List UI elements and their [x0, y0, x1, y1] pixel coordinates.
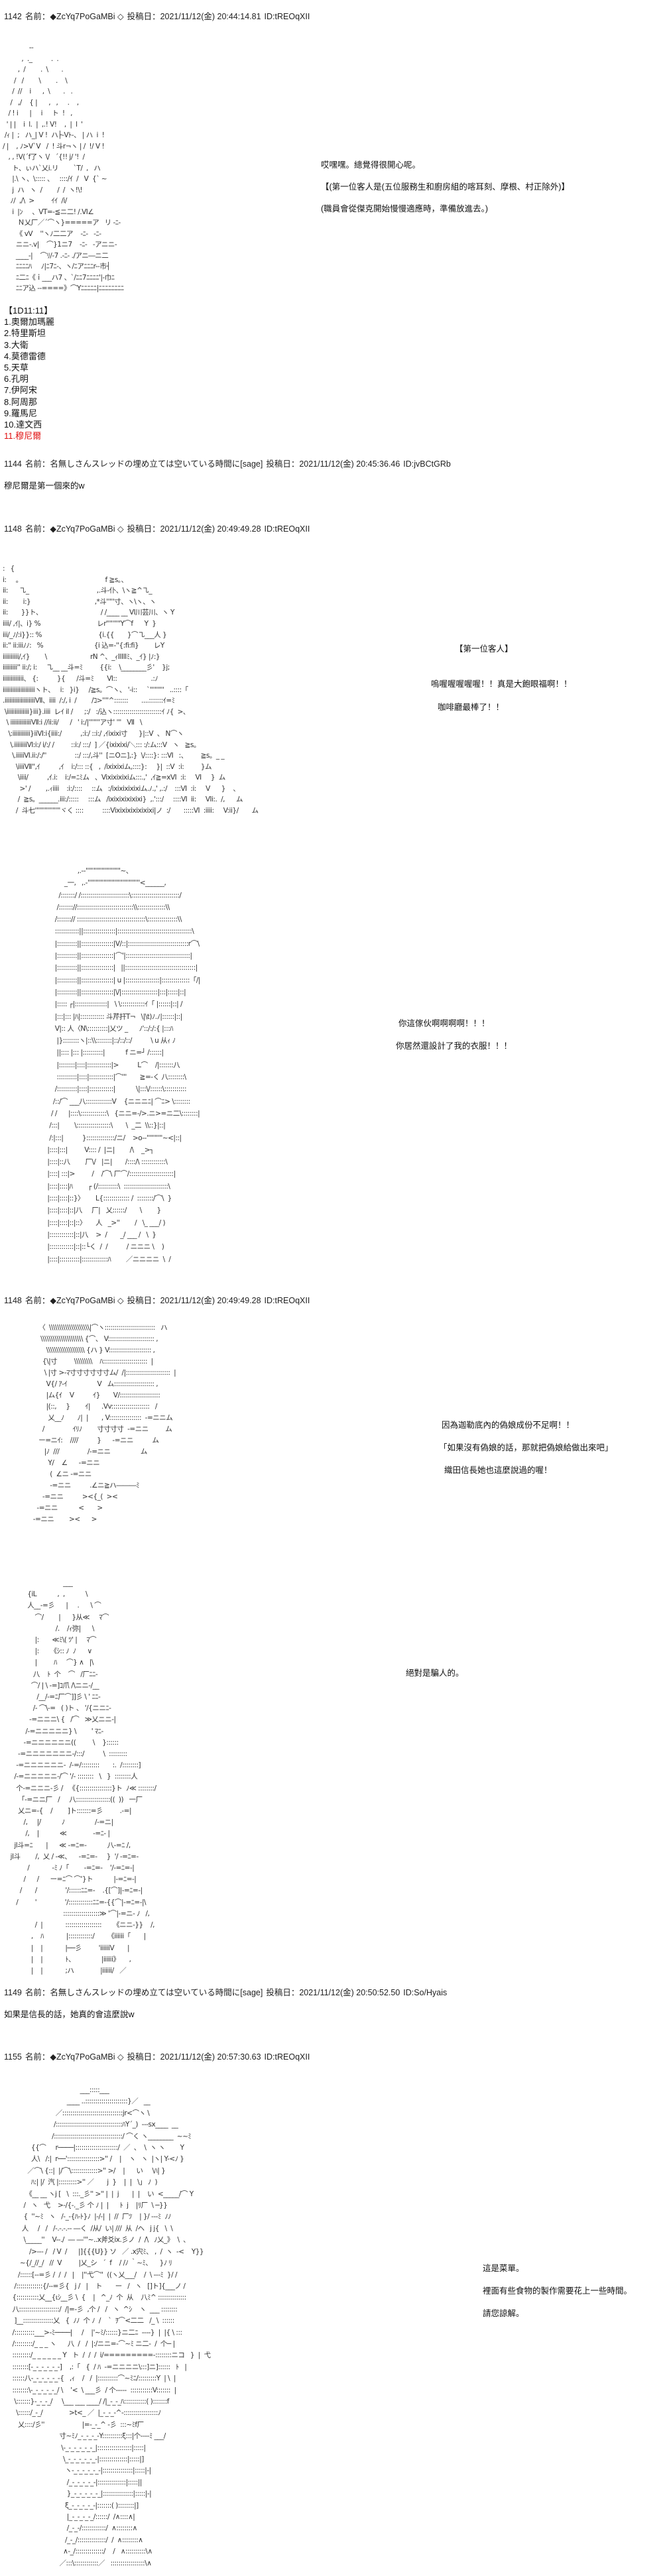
dialogue: 絕對是騙人的。 — [406, 1666, 464, 1678]
ascii-art: ___ {iL , , \ 人__-=彡 | . \ ⌒ ⌒/ | }从≪ ﾏ⌒… — [10, 1579, 156, 1975]
post-number: 1144 — [4, 459, 22, 469]
dialogue-line: 哎嘿嘿。總覺得很開心呢。 — [321, 160, 421, 170]
post-id[interactable]: ID:tREOqXII — [264, 524, 310, 534]
dialogue: 因為迦勒底內的偽娘成份不足啊！！ 「如果沒有偽娘的話，那就把偽娘給做出來吧」 織… — [439, 1414, 613, 1482]
post-name: 名前：◆ZcYq7PoGaMBi ◇ — [25, 1296, 124, 1305]
dialogue: 這是菜單。 裡面有些食物的製作需要花上一些時間。 請您諒解。 — [483, 2257, 632, 2325]
roll-item-selected: 11.穆尼爾 — [4, 431, 42, 441]
dialogue: 【第一位客人】 嗚喔喔喔喔喔！！真是大飽眼福啊！！ 咖啡廳最棒了！！ — [431, 642, 572, 713]
dialogue-line: 請您諒解。 — [483, 2309, 524, 2318]
post-date: 投稿日：2021/11/12(金) 20:44:14.81 — [127, 12, 261, 21]
post-date: 投稿日：2021/11/12(金) 20:57:30.63 — [127, 2052, 261, 2062]
dialogue-line: 嗚喔喔喔喔喔！！真是大飽眼福啊！！ — [431, 679, 572, 689]
post-id[interactable]: ID:tREOqXII — [264, 1296, 310, 1305]
dice-roll-title: 【1D11:11】 — [4, 306, 53, 316]
dialogue-line: 你這傢伙啊啊啊啊！！！ — [398, 1019, 490, 1028]
post-number: 1142 — [4, 12, 22, 21]
dialogue-line: 咖啡廳最棒了！！ — [438, 703, 505, 712]
post-name: 名前：◆ZcYq7PoGaMBi ◇ — [25, 2052, 124, 2062]
post-id[interactable]: ID:tREOqXII — [264, 2052, 310, 2062]
post-name: 名前：◆ZcYq7PoGaMBi ◇ — [25, 12, 124, 21]
roll-item: 9.羅馬尼 — [4, 408, 37, 418]
dialogue-line: 因為迦勒底內的偽娘成份不足啊！！ — [442, 1421, 575, 1430]
dialogue-line: 裡面有些食物的製作需要花上一些時間。 — [483, 2286, 633, 2296]
post-name: 名前：◆ZcYq7PoGaMBi ◇ — [25, 524, 124, 534]
roll-item: 2.特里斯坦 — [4, 328, 46, 339]
ascii-art: -- , ._ . . , / . \ . / / \ . \ / // i ,… — [3, 44, 124, 292]
roll-item: 6.孔明 — [4, 374, 29, 384]
post-name: 名前：名無しさんスレッドの埋め立ては空いている時間に[sage] — [25, 459, 263, 469]
post-number: 1148 — [4, 524, 22, 534]
post-id[interactable]: ID:tREOqXII — [264, 12, 310, 21]
ascii-art: ,.--''''''''''''''''''''''~、 _一, ,.-''''… — [47, 867, 200, 1263]
roll-item: 3.大衛 — [4, 339, 29, 350]
post-date: 投稿日：2021/11/12(金) 20:45:36.46 — [266, 459, 400, 469]
dialogue-line: (職員會從傑克開始慢慢適應時，準備放進去。) — [321, 204, 489, 213]
dice-roll-list: 【1D11:11】 1.奧爾加瑪麗 2.特里斯坦 3.大衛 4.莫德雷德 5.天… — [4, 305, 54, 441]
roll-item: 5.天草 — [4, 363, 29, 373]
ascii-art: : { i: 。 f ≧s。、 ii: ㇈_ ,.斗-仆、\ヽ≧^㇈_ ii: … — [3, 565, 259, 815]
roll-item: 8.阿周那 — [4, 396, 37, 407]
post-body: 如果是信長的話，她真的會這麼說w — [4, 2010, 135, 2019]
dialogue-line: 絕對是騙人的。 — [406, 1669, 464, 1678]
roll-item: 10.達文西 — [4, 420, 42, 430]
roll-item: 1.奧爾加瑪麗 — [4, 317, 54, 327]
dialogue-line: 你居然還設計了我的衣服！！！ — [396, 1041, 512, 1051]
dialogue-line: 「如果沒有偽娘的話，那就把偽娘給做出來吧」 — [439, 1443, 613, 1452]
dialogue-line: 【(第一位客人是(五位服務生和廚房組的喀耳刻、摩根、村正除外)】 — [321, 182, 570, 192]
dialogue-line: 織田信長她也這麼說過的喔！ — [444, 1466, 552, 1475]
ascii-art: ___:::::___ ____ ..:::::::::::::::::::::… — [12, 2086, 211, 2567]
roll-item: 7.伊阿宋 — [4, 385, 37, 396]
post-number: 1148 — [4, 1296, 22, 1305]
post-name: 名前：名無しさんスレッドの埋め立ては空いている時間に[sage] — [25, 1988, 263, 1997]
dialogue: 你這傢伙啊啊啊啊！！！ 你居然還設計了我的衣服！！！ — [396, 1012, 512, 1057]
dialogue: 哎嘿嘿。總覺得很開心呢。 【(第一位客人是(五位服務生和廚房組的喀耳刻、摩根、村… — [321, 154, 570, 220]
post-number: 1155 — [4, 2052, 22, 2062]
post-date: 投稿日：2021/11/12(金) 20:49:49.28 — [127, 524, 261, 534]
post-date: 投稿日：2021/11/12(金) 20:50:52.50 — [266, 1988, 400, 1997]
post-id[interactable]: ID:jvBCtGRb — [403, 459, 451, 469]
ascii-art: 〈 \\\\\\\\\\\\\\\\\\\\|⌒ヽ:::::::::::::::… — [32, 1324, 176, 1523]
post-number: 1149 — [4, 1988, 22, 1997]
roll-item: 4.莫德雷德 — [4, 351, 46, 361]
dialogue-line: 這是菜單。 — [483, 2264, 524, 2273]
post-id[interactable]: ID:So/Hyais — [403, 1988, 448, 1997]
post-date: 投稿日：2021/11/12(金) 20:49:49.28 — [127, 1296, 261, 1305]
dialogue-line: 【第一位客人】 — [455, 644, 513, 654]
post-body: 穆尼爾是第一個來的w — [4, 481, 85, 491]
